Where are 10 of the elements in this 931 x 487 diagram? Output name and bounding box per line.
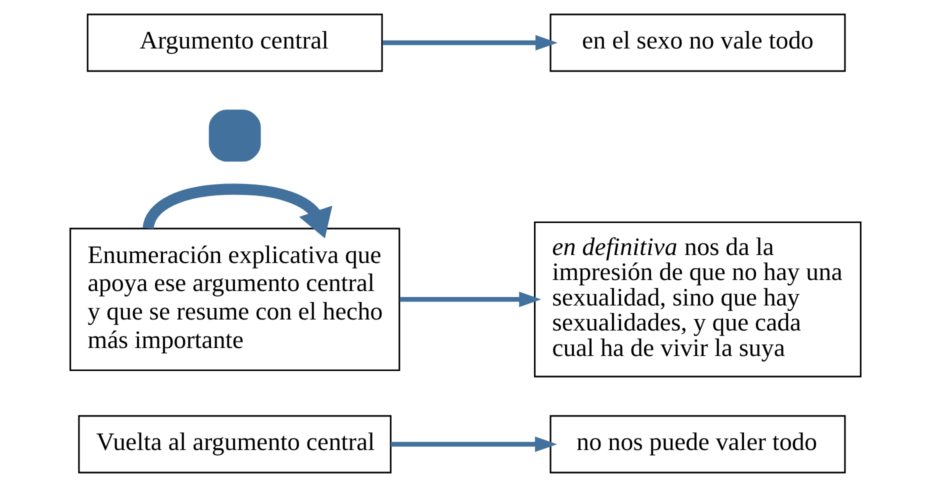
node-box: Vuelta al argumento central — [78, 415, 392, 474]
node-cross — [208, 110, 261, 162]
node-box: no nos puede valer todo — [550, 415, 846, 474]
node-box: en el sexo no vale todo — [550, 14, 846, 72]
arrow — [382, 35, 558, 50]
node-box: Enumeración explicativa que apoya ese argumento central y que se resume con el hecho más importante — [70, 228, 400, 372]
node-box: en definitiva nos da la impresión de que no hay una sexualidad, sino que hay sexualidades, y que cada cual ha de vivir la suya — [534, 221, 862, 378]
arrow — [390, 436, 558, 452]
node-box: Argumento central — [86, 14, 383, 72]
arrow — [400, 292, 542, 308]
